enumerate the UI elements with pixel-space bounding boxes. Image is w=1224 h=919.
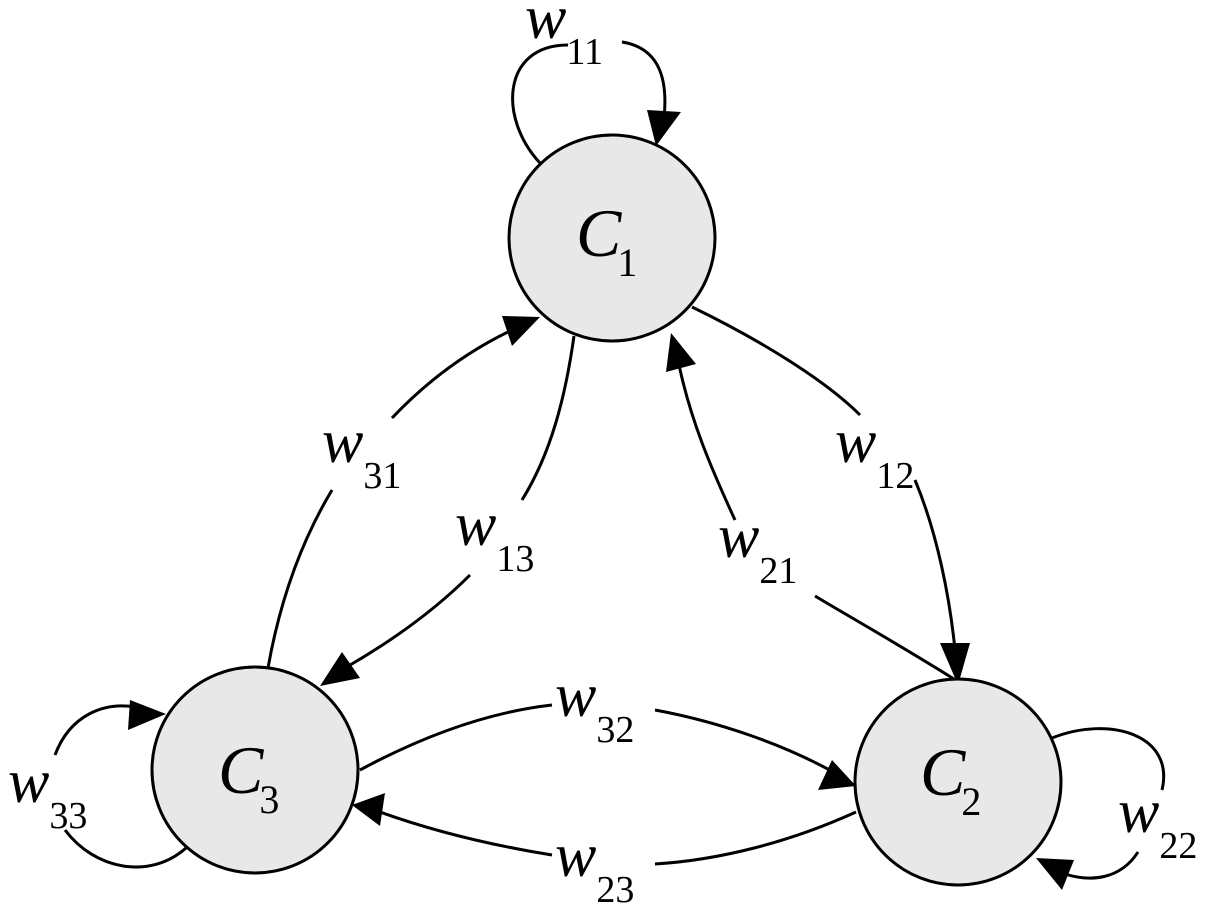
edge-w31 [266,328,513,669]
edge-w32 [359,703,836,775]
edge-w22-arrowhead [1036,858,1074,890]
edge-w22 [1051,727,1166,880]
edge-w12 [691,305,957,651]
label-w11: w11 [525,0,603,73]
edge-w21 [676,359,963,686]
edge-w32-arrowhead [818,760,856,790]
edge-w33 [53,704,187,869]
edge-w13-arrowhead [320,652,360,686]
edge-w33-arrowhead [128,700,166,730]
edge-w11-arrowhead [647,110,681,146]
edge-w21-arrowhead [666,333,696,372]
edge-w11 [511,40,667,165]
edge-w31-arrowhead [502,316,540,346]
node-c1 [507,133,717,343]
label-w32: w32 [555,662,634,751]
label-w33: w33 [8,748,87,837]
label-w12: w12 [835,408,914,497]
node-c3-label: C3 [218,732,279,822]
node-c2 [853,677,1063,887]
node-c2-label: C2 [920,734,981,824]
edge-w23 [379,810,857,866]
label-w23: w23 [555,822,634,911]
edge-w23-arrowhead [352,793,385,826]
edge-w13 [344,335,576,670]
label-w21: w21 [718,503,797,592]
label-w31: w31 [322,408,401,497]
node-c1-label: C1 [576,195,637,285]
node-c3 [150,665,360,875]
edge-w12-arrowhead [940,643,970,685]
label-w22: w22 [1118,778,1197,867]
label-w13: w13 [455,491,534,580]
